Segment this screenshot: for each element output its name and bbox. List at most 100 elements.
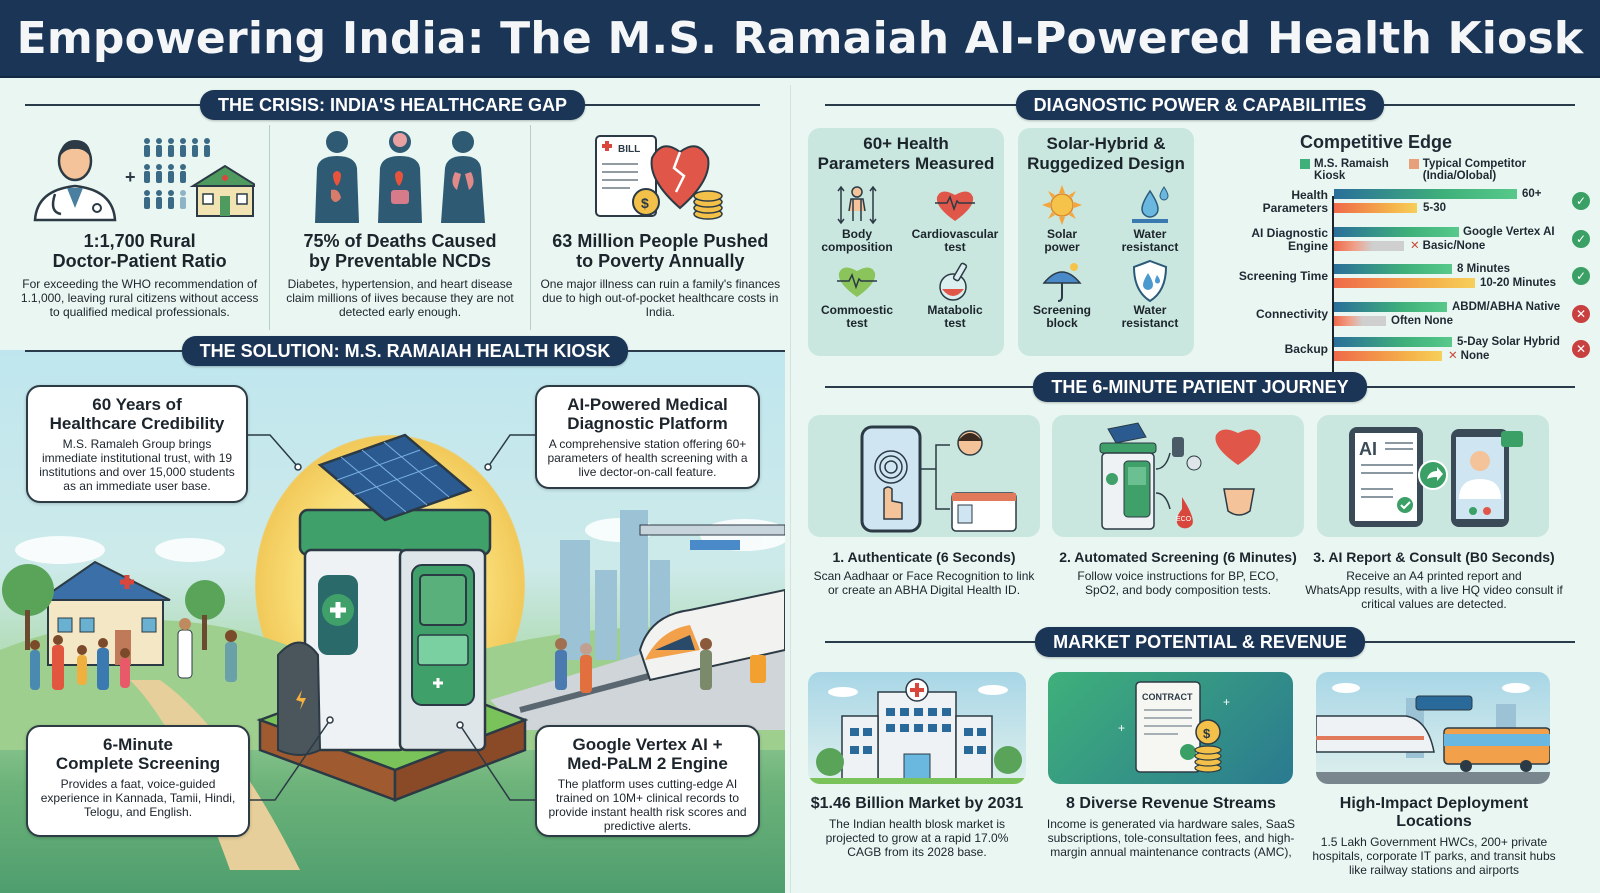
revenue-streams: 8 Diverse Revenue Streams Income is gene…	[1040, 795, 1302, 859]
crisis-stats: + 1:1,700 Rural Doctor-Patient Ratio Fo	[10, 125, 790, 330]
callout-vertex-engine: Google Vertex AI +Med-PaLM 2 Engine The …	[535, 725, 760, 837]
divider	[1364, 641, 1575, 643]
callout-title: Google Vertex AI +Med-PaLM 2 Engine	[567, 735, 728, 773]
market-section-banner: MARKET POTENTIAL & REVENUE	[825, 627, 1575, 657]
step-description: Follow voice instructions for BP, ECO,Sp…	[1077, 569, 1279, 597]
hospital-building-icon	[808, 678, 1026, 784]
stat-title: 63 Million People Pushed to Poverty Annu…	[552, 231, 769, 271]
deployment-locations-card	[1316, 672, 1550, 784]
x-icon: ✕	[1448, 350, 1458, 362]
bar-kiosk	[1334, 337, 1452, 347]
market-description: Income is generated via hardware sales, …	[1046, 817, 1296, 859]
callout-description: M.S. Ramaleh Group brings immediate inst…	[39, 437, 235, 493]
callout-description: The platform uses cutting-edge AI traine…	[548, 777, 747, 833]
bar-competitor	[1334, 351, 1442, 361]
callout-description: Provides a faat, voice-guided experience…	[40, 777, 236, 819]
contract-coins-icon: CONTRACT $ ++	[1118, 681, 1230, 773]
market-size: $1.46 Billion Market by 2031 The Indian …	[808, 795, 1026, 859]
divider	[1366, 386, 1576, 388]
divider	[1384, 104, 1575, 106]
value-competitor: Often None	[1391, 315, 1453, 327]
journey-step-authenticate-card	[808, 415, 1040, 537]
diagnostic-section-banner: DIAGNOSTIC POWER & CAPABILITIES	[825, 90, 1575, 120]
svg-text:AI: AI	[1359, 439, 1377, 459]
bar-competitor	[1334, 203, 1417, 213]
step-title: 2. Automated Screening (6 Minutes)	[1059, 549, 1297, 565]
svg-text:$: $	[1203, 726, 1211, 741]
kiosk-scene-illustration	[0, 433, 785, 870]
market-description: The Indian health blosk market is projec…	[825, 817, 1009, 859]
shield-drop-icon	[1106, 258, 1194, 304]
page-title: Empowering India: The M.S. Ramaiah AI-Po…	[16, 12, 1584, 64]
crisis-stat-poverty: BILL $ 63 Million People Pushed to Pover…	[529, 125, 790, 330]
svg-text:+: +	[1118, 721, 1125, 735]
card-title: Solar-Hybrid &Ruggedized Design	[1027, 134, 1185, 173]
value-kiosk: 60+	[1522, 188, 1542, 200]
chart-row-backup: Backup 5-Day Solar Hybrid ✕None ✕	[1205, 336, 1600, 367]
bar-kiosk	[1334, 264, 1452, 274]
column-divider	[790, 85, 791, 893]
market-title: $1.46 Billion Market by 2031	[810, 795, 1024, 812]
report-video-consult-icon: AI	[1349, 426, 1523, 527]
callout-connectors	[247, 434, 535, 801]
train-bus-icon	[1316, 683, 1550, 784]
market-size-card	[808, 672, 1026, 784]
chart-axis	[1332, 196, 1334, 372]
value-competitor: 10-20 Minutes	[1480, 277, 1557, 289]
stat-description: Diabetes, hypertension, and heart diseas…	[286, 277, 514, 319]
section-title-journey: THE 6-MINUTE PATIENT JOURNEY	[1033, 372, 1367, 402]
chart-row-screening-time: Screening Time 8 Minutes 10-20 Minutes ✓	[1205, 263, 1600, 294]
svg-text:CONTRACT: CONTRACT	[1142, 692, 1193, 702]
bar-kiosk	[1334, 189, 1517, 199]
divider	[584, 104, 760, 106]
step-description: Scan Aadhaar or Face Recognition to link…	[813, 569, 1035, 597]
value-kiosk: 5-Day Solar Hybrid	[1457, 336, 1560, 348]
journey-section-banner: THE 6-MINUTE PATIENT JOURNEY	[825, 372, 1576, 402]
section-title-market: MARKET POTENTIAL & REVENUE	[1035, 627, 1365, 657]
water-drop-icon	[1106, 182, 1194, 228]
stat-description: One major illness can ruin a family's fi…	[540, 277, 781, 319]
medical-bill-icon: BILL $	[537, 125, 784, 225]
green-heart-icon	[808, 258, 906, 304]
value-competitor: ✕None	[1448, 350, 1490, 362]
svg-text:+: +	[125, 167, 136, 187]
category-label: Screening Time	[1238, 269, 1328, 283]
divider	[825, 386, 1034, 388]
chart-row-connectivity: Connectivity ABDM/ABHA Native Often None…	[1205, 301, 1600, 332]
deployment-locations: High-Impact Deployment Locations 1.5 Lak…	[1303, 795, 1565, 877]
divider	[628, 350, 785, 352]
journey-step-screening: 2. Automated Screening (6 Minutes) Follo…	[1052, 549, 1304, 597]
doctor-patients-icon: +	[16, 125, 263, 225]
value-competitor: 5-30	[1423, 202, 1447, 214]
divider	[25, 104, 201, 106]
crisis-section-banner: THE CRISIS: INDIA'S HEALTHCARE GAP	[25, 90, 760, 120]
sun-icon	[1018, 182, 1106, 228]
fingerprint-id-icon	[860, 425, 1017, 532]
x-icon: ✕	[1410, 240, 1420, 252]
divider	[825, 104, 1016, 106]
value-kiosk: ABDM/ABHA Native	[1452, 301, 1561, 313]
